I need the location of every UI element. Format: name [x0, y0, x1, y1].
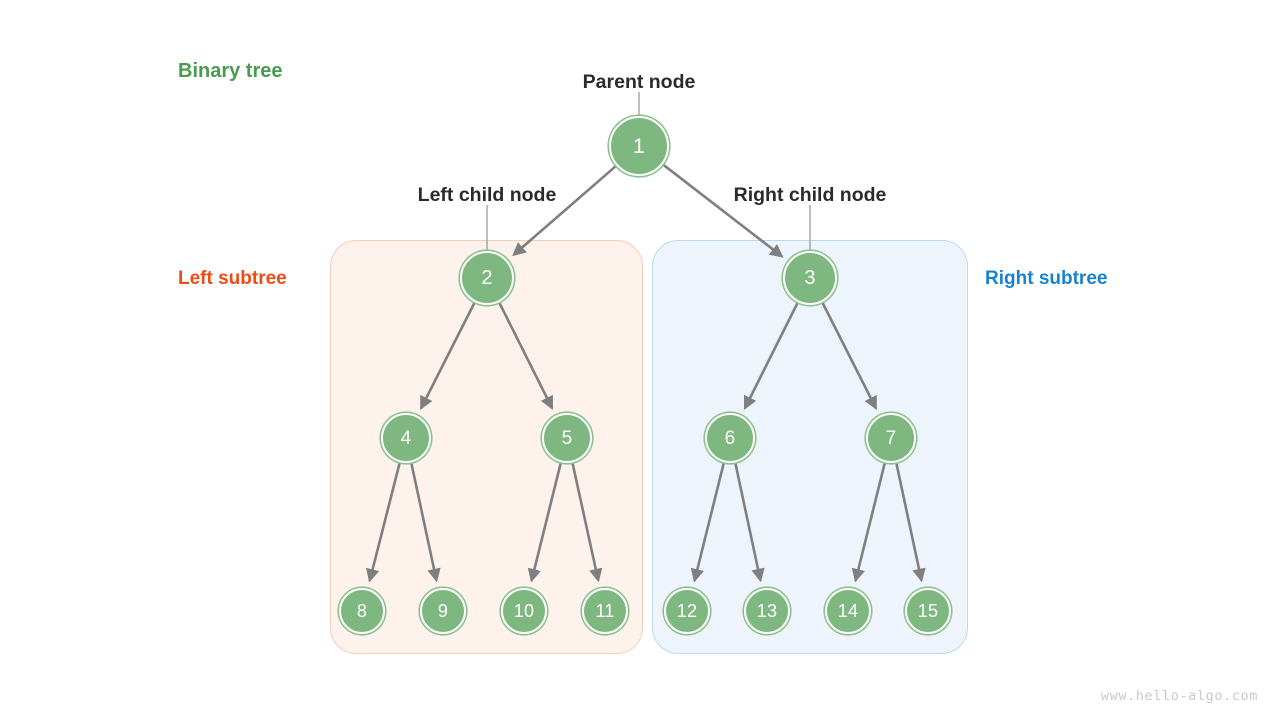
tree-node-label: 5	[561, 427, 573, 449]
tree-node-label: 15	[917, 601, 939, 621]
tree-node-label: 7	[885, 427, 897, 449]
tree-node-8: 8	[339, 588, 385, 634]
tree-node-label: 6	[724, 427, 736, 449]
tree-node-5: 5	[542, 413, 592, 463]
tree-node-4: 4	[381, 413, 431, 463]
callout-parent-node: Parent node	[582, 71, 696, 93]
tree-node-label: 9	[437, 601, 449, 621]
right-subtree-region	[652, 240, 968, 654]
tree-node-10: 10	[501, 588, 547, 634]
tree-node-label: 1	[633, 134, 645, 158]
tree-node-13: 13	[744, 588, 790, 634]
callout-right-child-node: Right child node	[733, 184, 887, 206]
tree-node-7: 7	[866, 413, 916, 463]
tree-node-6: 6	[705, 413, 755, 463]
tree-node-label: 14	[837, 601, 859, 621]
tree-node-3: 3	[783, 251, 837, 305]
tree-node-label: 10	[513, 601, 535, 621]
tree-node-1: 1	[609, 116, 669, 176]
tree-node-11: 11	[582, 588, 628, 634]
tree-node-label: 11	[595, 601, 615, 621]
tree-node-12: 12	[664, 588, 710, 634]
tree-node-9: 9	[420, 588, 466, 634]
diagram-title: Binary tree	[178, 60, 283, 82]
tree-node-label: 4	[400, 427, 412, 449]
tree-node-label: 2	[481, 267, 493, 289]
tree-node-label: 3	[804, 267, 816, 289]
tree-node-15: 15	[905, 588, 951, 634]
watermark: www.hello-algo.com	[1100, 688, 1258, 704]
tree-node-label: 12	[676, 601, 698, 621]
tree-node-label: 13	[756, 601, 778, 621]
left-subtree-label: Left subtree	[178, 268, 287, 289]
tree-node-label: 8	[356, 601, 368, 621]
tree-node-14: 14	[825, 588, 871, 634]
callout-left-child-node: Left child node	[417, 184, 557, 206]
right-subtree-label: Right subtree	[985, 268, 1108, 289]
tree-node-2: 2	[460, 251, 514, 305]
